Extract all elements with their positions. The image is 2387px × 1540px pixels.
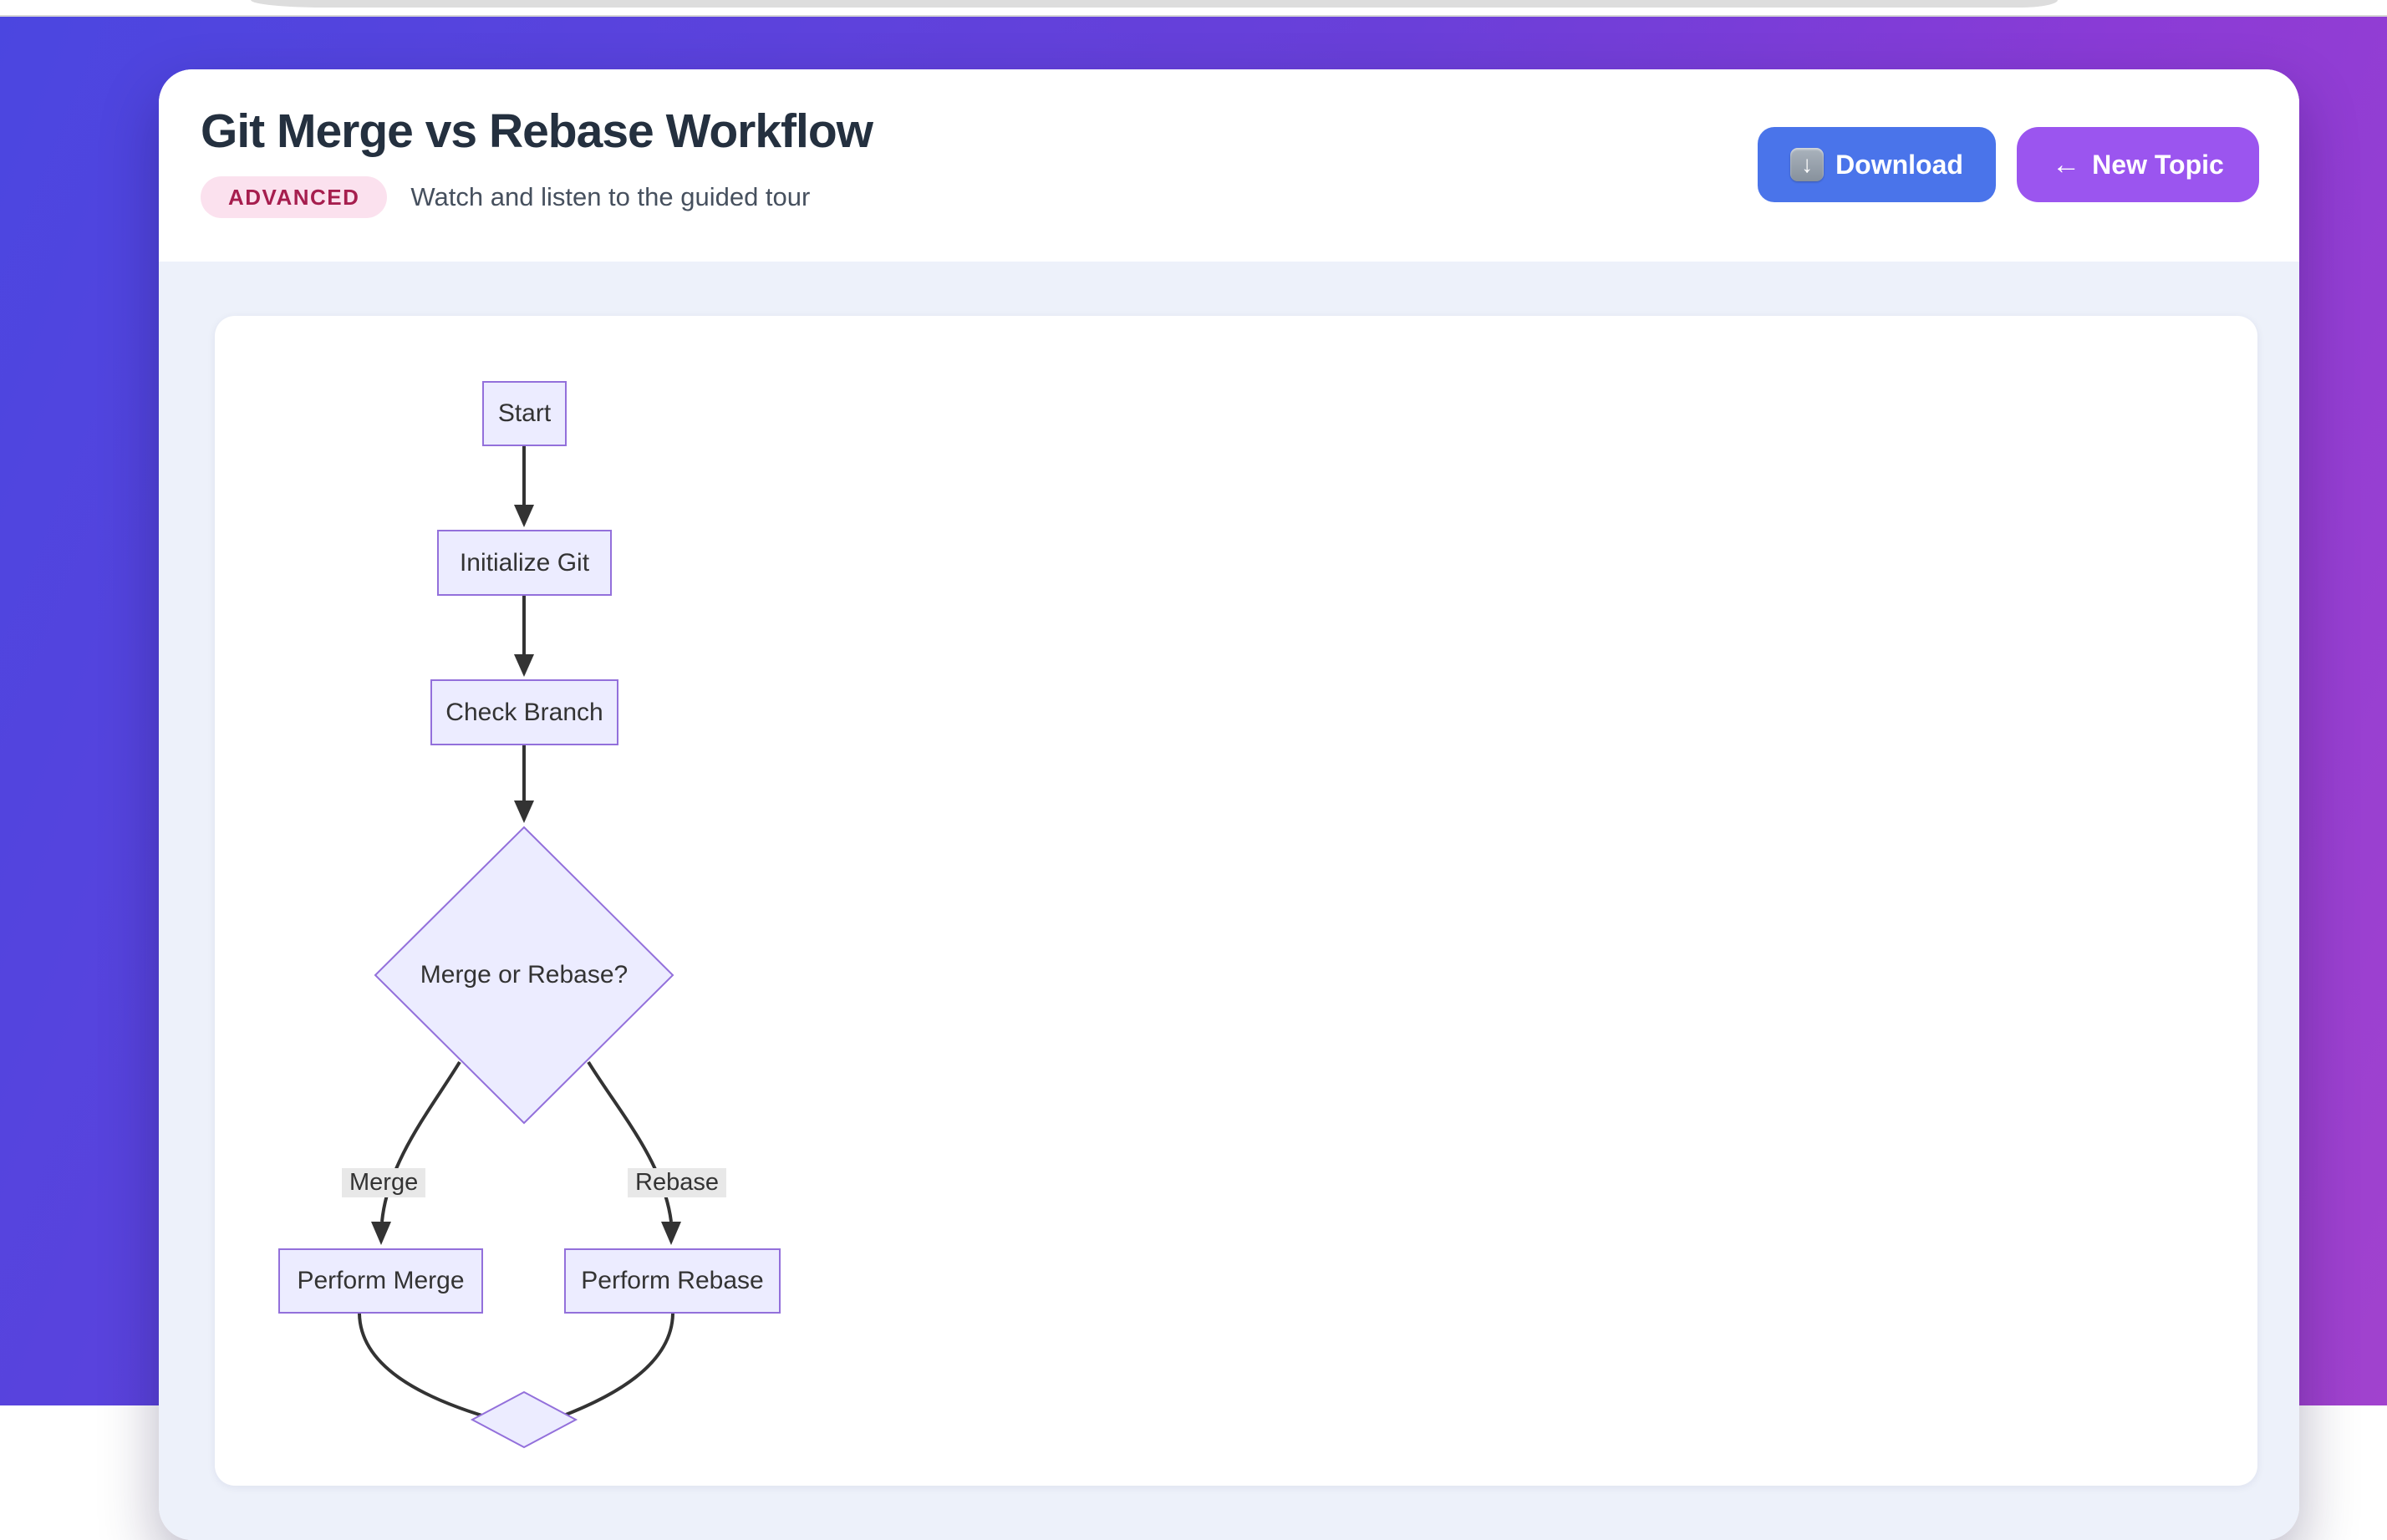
download-button[interactable]: ↓ Download xyxy=(1758,127,1996,202)
decision-diamond-shape[interactable] xyxy=(374,826,674,1125)
card-header: Git Merge vs Rebase Workflow ADVANCED Wa… xyxy=(159,69,2299,262)
next-decision-diamond-tip[interactable] xyxy=(470,1390,578,1449)
header-buttons: ↓ Download ← New Topic xyxy=(1758,127,2259,202)
edge-decision-rebase xyxy=(587,1060,673,1222)
level-badge: ADVANCED xyxy=(201,176,388,218)
edge-decision-merge xyxy=(380,1060,461,1222)
page-subtitle: Watch and listen to the guided tour xyxy=(410,182,811,211)
edge-label-merge: Merge xyxy=(342,1168,426,1197)
node-perform-merge[interactable]: Perform Merge xyxy=(278,1248,483,1314)
node-decision-label: Merge or Rebase? xyxy=(420,961,629,989)
diagram-panel: Start Initialize Git Check Branch Merge … xyxy=(215,316,2257,1486)
browser-chrome-strip xyxy=(0,0,2387,17)
edge-rebase-next xyxy=(545,1313,674,1424)
page-title: Git Merge vs Rebase Workflow xyxy=(201,104,873,158)
edge-label-rebase: Rebase xyxy=(628,1168,726,1197)
edge-merge-next xyxy=(358,1313,500,1422)
arrowhead-check xyxy=(514,654,534,677)
diagram-section: Start Initialize Git Check Branch Merge … xyxy=(159,262,2299,1540)
flow-connectors xyxy=(358,446,681,1449)
download-icon: ↓ xyxy=(1790,148,1825,181)
download-button-label: Download xyxy=(1835,149,1963,180)
new-topic-button-label: New Topic xyxy=(2092,149,2224,180)
arrowheads xyxy=(371,505,681,1245)
arrowhead-initialize xyxy=(514,505,534,527)
arrowhead-decision xyxy=(514,800,534,823)
flow-edges xyxy=(358,446,674,1424)
arrowhead-perform-rebase xyxy=(661,1222,681,1245)
node-start[interactable]: Start xyxy=(482,381,567,446)
content-card: Git Merge vs Rebase Workflow ADVANCED Wa… xyxy=(159,69,2299,1540)
back-arrow-icon: ← xyxy=(2052,149,2081,180)
node-perform-rebase[interactable]: Perform Rebase xyxy=(564,1248,781,1314)
new-topic-button[interactable]: ← New Topic xyxy=(2017,127,2259,202)
arrowhead-perform-merge xyxy=(371,1222,391,1245)
address-bar-remnant[interactable] xyxy=(251,0,2058,8)
page-background: Git Merge vs Rebase Workflow ADVANCED Wa… xyxy=(0,17,2387,1540)
node-check-branch[interactable]: Check Branch xyxy=(430,679,618,745)
badge-row: ADVANCED Watch and listen to the guided … xyxy=(201,176,810,218)
node-initialize-git[interactable]: Initialize Git xyxy=(437,530,612,596)
